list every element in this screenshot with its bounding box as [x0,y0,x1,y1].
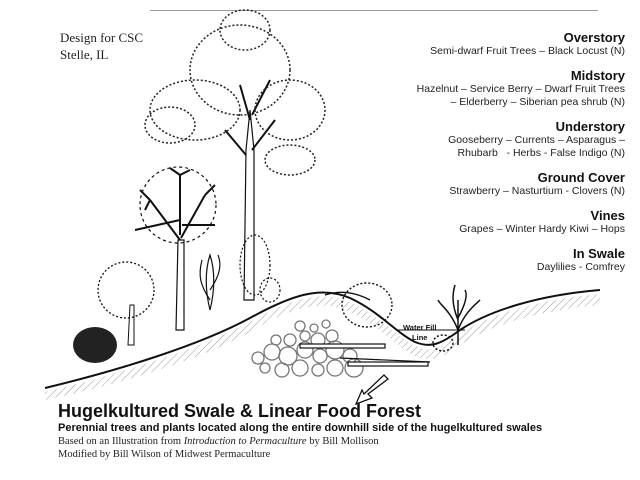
location-text: Stelle, IL [60,47,109,62]
overstory-tree [144,9,326,301]
layer-ground-cover: Ground Cover Strawberry – Nasturtium - C… [335,170,625,198]
layer-title: Overstory [563,30,625,45]
layer-plants: Daylilies - Comfrey [536,261,625,273]
diagram-title: Hugelkultured Swale & Linear Food Forest [58,401,422,421]
layer-plants: Strawberry – Nasturtium - Clovers (N) [449,185,625,197]
layer-plants: Semi-dwarf Fruit Trees – Black Locust (N… [430,45,625,57]
layer-title: Midstory [570,68,625,83]
credit-book-title: Introduction to Permaculture [183,436,307,447]
layer-plants: – Elderberry – Siberian pea shrub (N) [450,96,625,108]
layer-understory: Understory Gooseberry – Currents – Aspar… [335,119,625,160]
layer-plants: Grapes – Winter Hardy Kiwi – Hops [459,223,625,235]
pointer-arrow [354,374,389,406]
layer-title: Vines [590,208,625,223]
credit-author: by Bill Mollison [306,436,379,447]
layer-midstory: Midstory Hazelnut – Service Berry – Dwar… [335,68,625,109]
midstory-tree [134,166,217,331]
understory-shrub [73,261,155,363]
layer-plants: Gooseberry – Currents – Asparagus – [448,134,625,146]
water-fill-label: Water Fill Line [403,323,436,343]
design-header: Design for CSC Stelle, IL [60,29,143,63]
top-rule [150,10,598,11]
layer-overstory: Overstory Semi-dwarf Fruit Trees – Black… [335,30,625,58]
layer-plants: Rhubarb - Herbs - False Indigo (N) [457,147,625,159]
layer-vines: Vines Grapes – Winter Hardy Kiwi – Hops [335,208,625,236]
layer-title: Ground Cover [537,170,625,185]
caption-block: Hugelkultured Swale & Linear Food Forest… [58,401,638,461]
drain-pipes [299,343,431,367]
design-for-text: Design for CSC [60,30,144,45]
water-fill-text: Water Fill [403,323,437,332]
credit-prefix: Based on an Illustration from [58,436,184,447]
diagram-subtitle: Perennial trees and plants located along… [58,422,543,434]
understory-plants [199,234,281,311]
layer-title: Understory [555,119,625,134]
ground-profile [44,289,601,400]
swale-plant [432,284,481,352]
water-line-text: Line [412,333,428,342]
layer-in-swale: In Swale Daylilies - Comfrey [335,246,625,274]
layer-legend: Overstory Semi-dwarf Fruit Trees – Black… [335,30,625,284]
layer-plants: Hazelnut – Service Berry – Dwarf Fruit T… [416,83,625,95]
mound-shrub [324,282,393,328]
source-credit: Based on an Illustration from Introducti… [58,435,638,448]
modified-by: Modified by Bill Wilson of Midwest Perma… [58,449,271,460]
layer-title: In Swale [572,246,625,261]
